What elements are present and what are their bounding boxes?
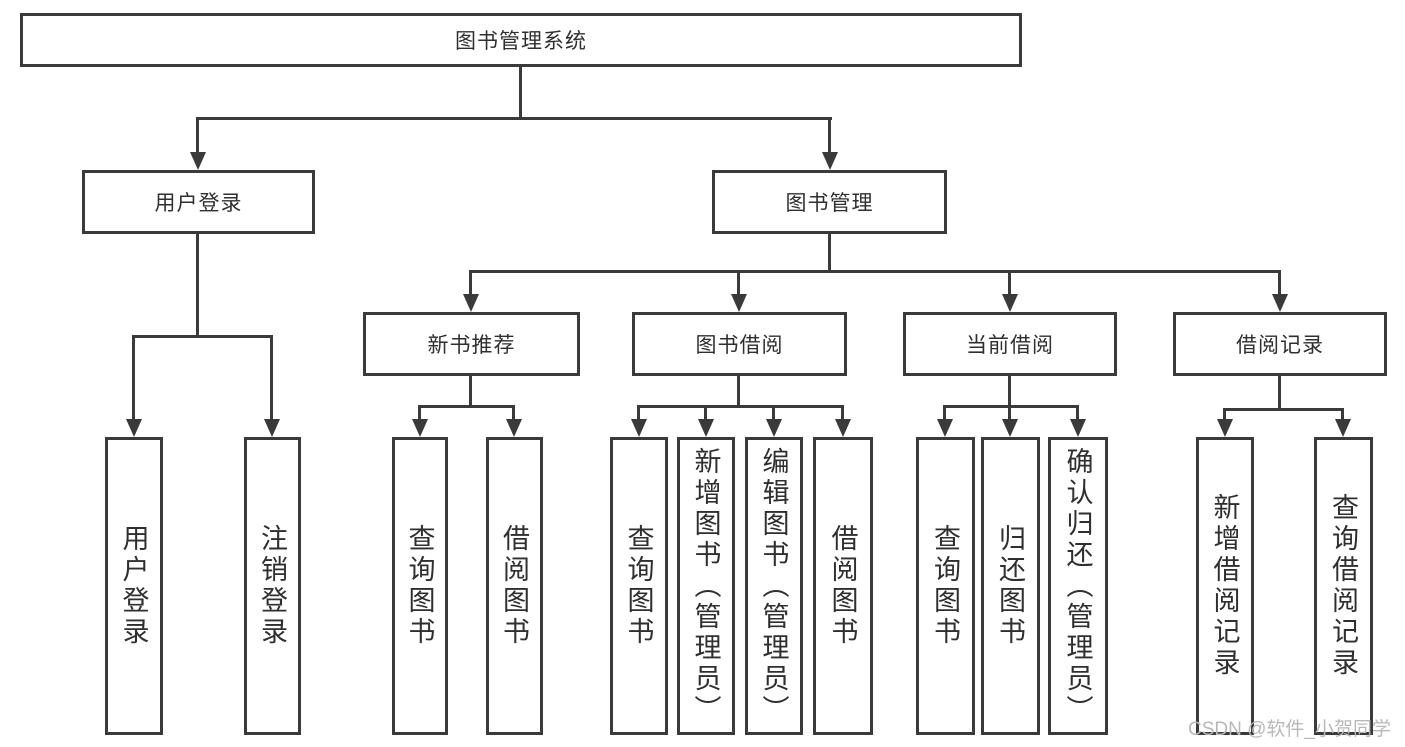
connector-borrow-trunk <box>737 376 740 405</box>
connector-stub-leaf-login <box>132 335 135 423</box>
connector-stub-bb-borrow <box>841 405 844 425</box>
arrowhead-leaf-logout <box>264 419 280 437</box>
leaf-bb-edit-label: 编辑图书（管理员） <box>758 446 789 726</box>
node-current-borrow: 当前借阅 <box>903 312 1117 376</box>
node-user-login: 用户登录 <box>82 170 315 234</box>
arrowhead-cb-return <box>1002 419 1018 437</box>
node-root: 图书管理系统 <box>20 13 1022 67</box>
connector-stub-br-add <box>1223 408 1226 426</box>
connector-stub-cb-query <box>943 405 946 425</box>
connector-login-branch <box>132 335 273 338</box>
leaf-cb-confirm: 确认归还（管理员） <box>1048 437 1108 735</box>
leaf-br-add: 新增借阅记录 <box>1196 437 1254 735</box>
node-current-borrow-label: 当前借阅 <box>966 334 1054 357</box>
node-book-borrow: 图书借阅 <box>632 312 847 376</box>
connector-current-branch <box>943 405 1079 408</box>
connector-stub-nb-borrow <box>512 405 515 425</box>
connector-mgmt-trunk <box>828 234 831 270</box>
arrowhead-bb-add <box>698 419 714 437</box>
connector-stub-bb-query <box>637 405 640 425</box>
arrowhead-br-query <box>1335 419 1351 437</box>
leaf-bb-add-label: 新增图书（管理员） <box>690 446 721 726</box>
leaf-nb-query: 查询图书 <box>392 437 448 735</box>
connector-stub-nb-query <box>418 405 421 425</box>
leaf-logout-label: 注销登录 <box>257 524 287 648</box>
connector-newbook-branch <box>418 405 515 408</box>
arrowhead-leaf-login <box>126 419 142 437</box>
leaf-logout: 注销登录 <box>244 437 301 735</box>
leaf-bb-borrow-label: 借阅图书 <box>827 524 858 648</box>
node-root-label: 图书管理系统 <box>455 30 587 53</box>
arrowhead-current-borrow <box>1002 294 1018 312</box>
leaf-cb-query-label: 查询图书 <box>930 524 960 648</box>
arrowhead-br-add <box>1217 419 1233 437</box>
arrowhead-bb-edit <box>766 419 782 437</box>
arrowhead-cb-query <box>937 419 953 437</box>
leaf-nb-query-label: 查询图书 <box>404 524 435 648</box>
node-new-book-label: 新书推荐 <box>427 334 516 357</box>
connector-stub-book-mgmt <box>828 117 831 165</box>
node-borrow-records-label: 借阅记录 <box>1236 334 1324 357</box>
node-book-borrow-label: 图书借阅 <box>695 334 784 357</box>
connector-stub-bb-add <box>704 405 707 425</box>
arrowhead-bb-query <box>631 419 647 437</box>
connector-stub-br-query <box>1341 408 1344 426</box>
arrowhead-bb-borrow <box>835 419 851 437</box>
leaf-cb-confirm-label: 确认归还（管理员） <box>1062 446 1093 726</box>
connector-borrow-branch <box>637 405 844 408</box>
arrowhead-nb-query <box>412 419 428 437</box>
connector-stub-borrow-records <box>1278 270 1281 298</box>
node-new-book: 新书推荐 <box>363 312 580 376</box>
leaf-br-query-label: 查询借阅记录 <box>1328 493 1358 679</box>
leaf-bb-edit: 编辑图书（管理员） <box>745 437 803 735</box>
connector-records-trunk <box>1278 376 1281 408</box>
leaf-cb-return: 归还图书 <box>981 437 1040 735</box>
connector-current-trunk <box>1008 376 1011 405</box>
connector-newbook-trunk <box>469 376 472 405</box>
leaf-br-query: 查询借阅记录 <box>1314 437 1373 735</box>
arrowhead-borrow-records <box>1272 294 1288 312</box>
arrowhead-book-borrow <box>731 294 747 312</box>
leaf-bb-borrow: 借阅图书 <box>813 437 873 735</box>
leaf-nb-borrow-label: 借阅图书 <box>499 524 529 648</box>
connector-records-branch <box>1223 408 1344 411</box>
connector-stub-cb-return <box>1008 405 1011 425</box>
arrowhead-new-book <box>463 294 479 312</box>
leaf-bb-query: 查询图书 <box>610 437 668 735</box>
connector-stub-user-login <box>196 117 199 165</box>
leaf-bb-add: 新增图书（管理员） <box>677 437 735 735</box>
connector-stub-cb-confirm <box>1076 405 1079 425</box>
node-borrow-records: 借阅记录 <box>1173 312 1387 376</box>
connector-stub-new-book <box>469 270 472 298</box>
connector-root-trunk <box>519 67 522 118</box>
leaf-user-login: 用户登录 <box>105 437 163 735</box>
connector-login-trunk <box>196 234 199 335</box>
arrowhead-cb-confirm <box>1070 419 1086 437</box>
leaf-cb-query: 查询图书 <box>916 437 975 735</box>
connector-stub-book-borrow <box>737 270 740 298</box>
connector-root-branch <box>196 117 832 120</box>
arrowhead-book-mgmt <box>822 152 838 170</box>
leaf-user-login-label: 用户登录 <box>118 524 149 648</box>
node-book-mgmt-label: 图书管理 <box>785 192 874 215</box>
watermark: CSDN @软件_小贺同学 <box>1188 719 1391 740</box>
node-book-mgmt: 图书管理 <box>712 170 947 234</box>
connector-mgmt-branch <box>469 270 1281 273</box>
node-user-login-label: 用户登录 <box>154 192 243 215</box>
connector-stub-bb-edit <box>772 405 775 425</box>
leaf-bb-query-label: 查询图书 <box>623 524 654 648</box>
connector-stub-leaf-logout <box>270 335 273 423</box>
leaf-nb-borrow: 借阅图书 <box>486 437 543 735</box>
connector-stub-current-borrow <box>1008 270 1011 298</box>
arrowhead-user-login <box>190 152 206 170</box>
arrowhead-nb-borrow <box>506 419 522 437</box>
leaf-cb-return-label: 归还图书 <box>995 524 1025 648</box>
leaf-br-add-label: 新增借阅记录 <box>1209 493 1240 679</box>
